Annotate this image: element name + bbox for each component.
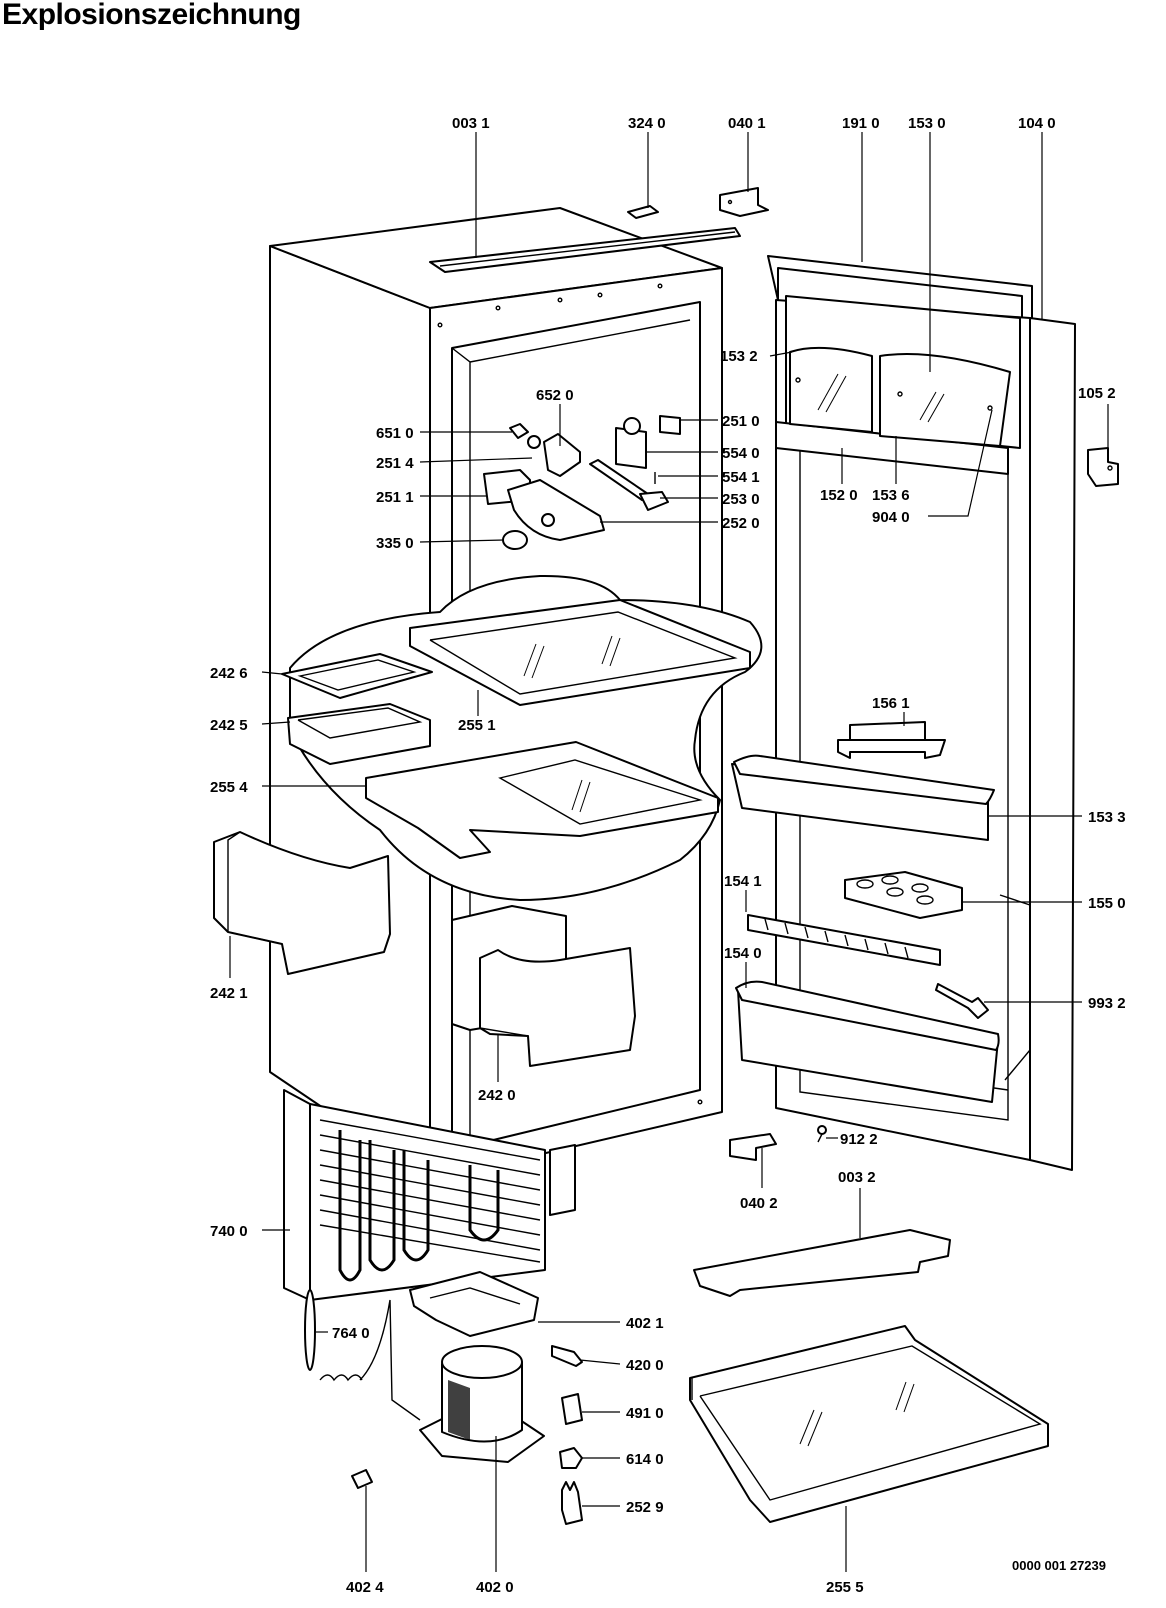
part-label: 153 2 <box>720 348 758 365</box>
part-label: 255 1 <box>458 717 496 734</box>
relay-cover <box>561 1393 583 1425</box>
glass-shelf-large <box>689 1325 1049 1523</box>
part-label: 252 9 <box>626 1499 664 1516</box>
part-label: 402 4 <box>346 1579 384 1596</box>
compressor <box>419 1345 545 1463</box>
part-label: 242 1 <box>210 985 248 1002</box>
part-label: 402 0 <box>476 1579 514 1596</box>
part-label: 253 0 <box>722 491 760 508</box>
part-label: 335 0 <box>376 535 414 552</box>
part-label: 003 2 <box>838 1169 876 1186</box>
door-shelf-lower <box>735 980 1000 1103</box>
bottom-hinge <box>729 1133 777 1161</box>
part-label: 255 4 <box>210 779 248 796</box>
part-label: 554 1 <box>722 469 760 486</box>
part-label: 904 0 <box>872 509 910 526</box>
temperature-sensor <box>935 983 989 1019</box>
part-label: 155 0 <box>1088 895 1126 912</box>
top-rail <box>429 227 741 273</box>
part-label: 491 0 <box>626 1405 664 1422</box>
part-label: 651 0 <box>376 425 414 442</box>
crisper-drawer <box>451 905 636 1067</box>
part-label: 420 0 <box>626 1357 664 1374</box>
top-hinge <box>719 187 769 217</box>
part-label: 251 1 <box>376 489 414 506</box>
part-label: 104 0 <box>1018 115 1056 132</box>
part-label: 652 0 <box>536 387 574 404</box>
part-label: 040 1 <box>728 115 766 132</box>
lamp-socket <box>561 1481 583 1525</box>
bottom-rail <box>693 1229 951 1297</box>
door-shelf-upper <box>731 754 995 841</box>
ice-tray <box>287 703 431 765</box>
part-labels: 003 1 324 0 040 1 191 0 153 0 104 0 153 … <box>210 115 1126 1596</box>
part-label: 324 0 <box>628 115 666 132</box>
part-label: 251 0 <box>722 413 760 430</box>
thermostat-controls <box>483 415 681 550</box>
part-label: 764 0 <box>332 1325 370 1342</box>
part-label: 153 3 <box>1088 809 1126 826</box>
compressor-clip <box>351 1469 373 1489</box>
bottle-retainer <box>747 914 941 966</box>
part-label: 152 0 <box>820 487 858 504</box>
clip-part <box>627 205 659 219</box>
relay <box>559 1447 583 1469</box>
split-glass-shelf <box>365 741 719 859</box>
part-label: 153 0 <box>908 115 946 132</box>
crisper-drawer-large <box>213 831 391 975</box>
part-label: 242 5 <box>210 717 248 734</box>
page-title: Explosionszeichnung <box>2 0 301 31</box>
butter-compartment <box>775 295 1021 475</box>
part-label: 255 5 <box>826 1579 864 1596</box>
part-label: 242 6 <box>210 665 248 682</box>
leader-lines <box>229 132 1109 1572</box>
condenser <box>283 1089 576 1301</box>
part-label: 191 0 <box>842 115 880 132</box>
door-hinge <box>1087 447 1119 487</box>
part-label: 614 0 <box>626 1451 664 1468</box>
part-label: 251 4 <box>376 455 414 472</box>
part-label: 554 0 <box>722 445 760 462</box>
part-label: 154 0 <box>724 945 762 962</box>
part-label: 252 0 <box>722 515 760 532</box>
part-label: 156 1 <box>872 695 910 712</box>
drawing-number: 0000 001 27239 <box>1012 1558 1106 1573</box>
part-label: 105 2 <box>1078 385 1116 402</box>
part-label: 154 1 <box>724 873 762 890</box>
part-label: 242 0 <box>478 1087 516 1104</box>
part-label: 153 6 <box>872 487 910 504</box>
egg-rack <box>844 871 963 919</box>
part-label: 740 0 <box>210 1223 248 1240</box>
capillary-part <box>551 1345 583 1367</box>
screw <box>817 1125 827 1135</box>
part-label: 040 2 <box>740 1195 778 1212</box>
part-label: 912 2 <box>840 1131 878 1148</box>
part-label: 003 1 <box>452 115 490 132</box>
part-label: 993 2 <box>1088 995 1126 1012</box>
compressor-bracket <box>409 1271 539 1337</box>
part-label: 402 1 <box>626 1315 664 1332</box>
glass-shelf-upper <box>409 599 751 706</box>
